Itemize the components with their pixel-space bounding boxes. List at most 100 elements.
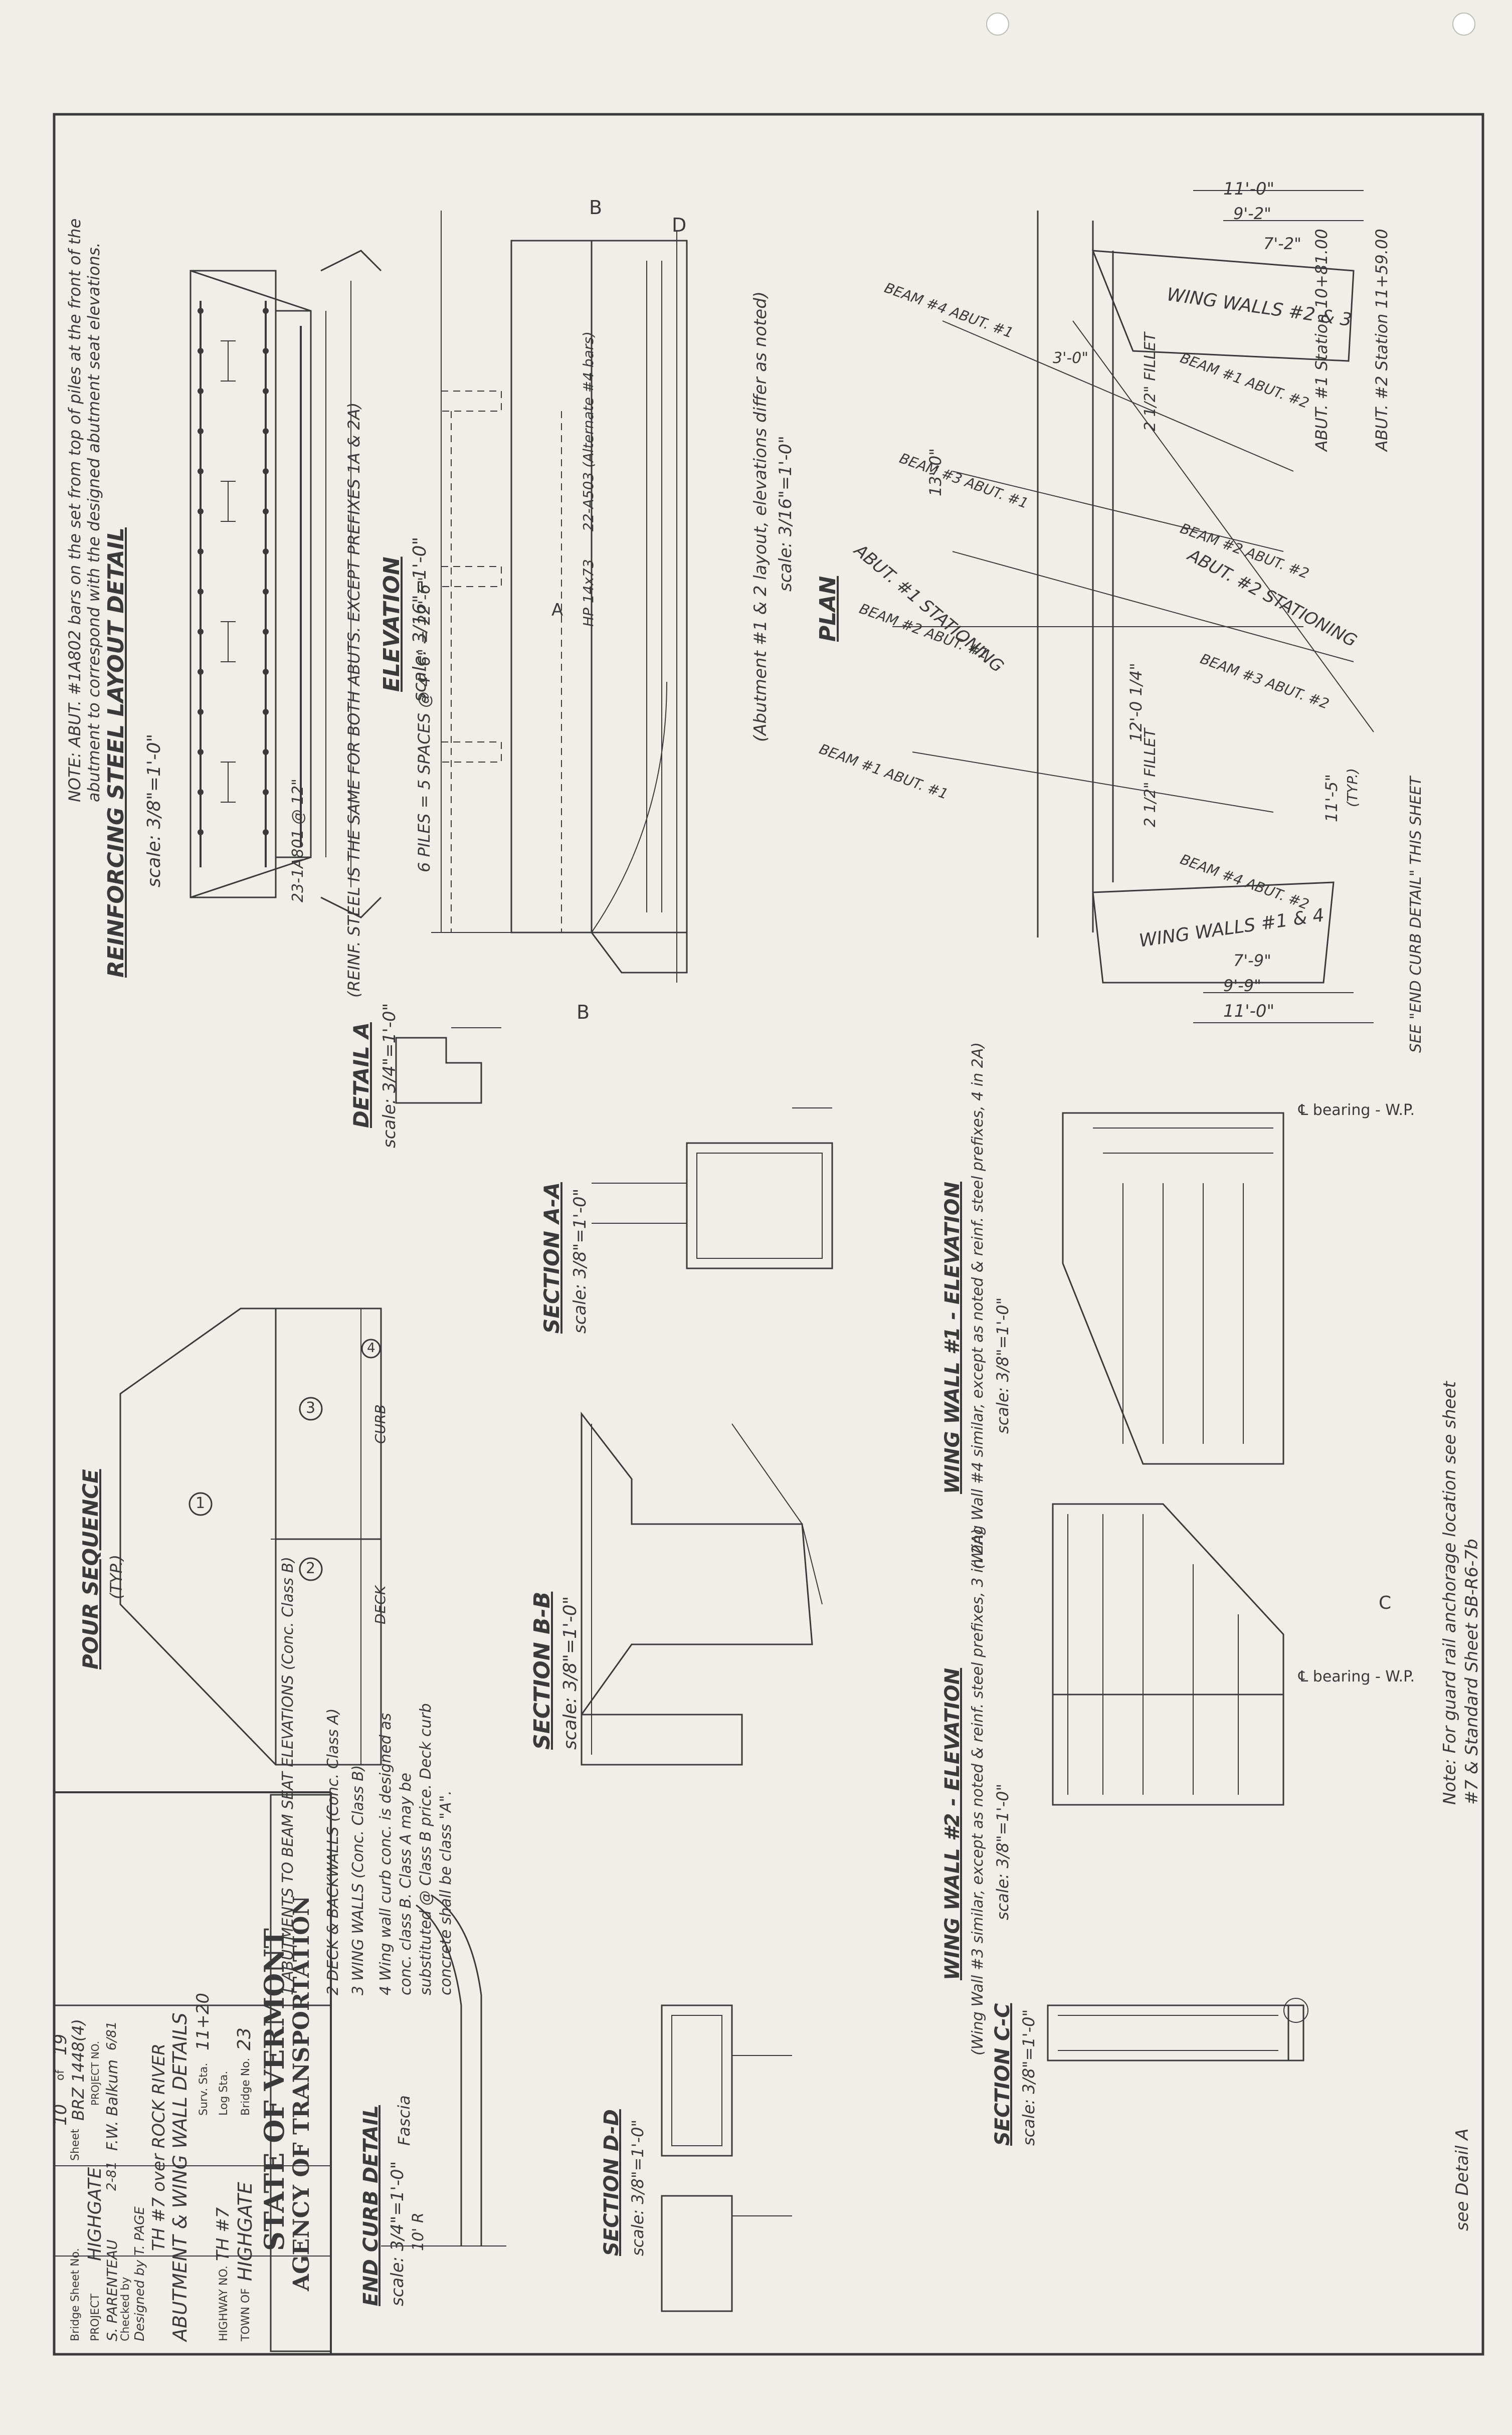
plan-subtitle-text: (Abutment #1 & 2 layout, elevations diff… — [750, 291, 771, 742]
log-sta-label: Log Sta. — [218, 2071, 230, 2116]
title-state: STATE OF VERMONT — [258, 1928, 290, 2251]
wing-wall-1-title: WING WALL #1 - ELEVATION — [941, 1181, 964, 1494]
engineer-date: 6/81 — [104, 2021, 119, 2050]
sheet-border — [53, 113, 1484, 2356]
deck-label: DECK — [372, 1585, 389, 1624]
drawn-date: 2-81 — [104, 2161, 119, 2191]
section-dd-scale: scale: 3/8"=1'-0" — [628, 2119, 647, 2256]
surv-sta-value: 11+20 — [193, 1992, 213, 2050]
project-label: PROJECT — [89, 2293, 102, 2341]
wing-wall-2-note: (Wing Wall #3 similar, except as noted &… — [969, 1528, 987, 2055]
wing-wall-2-drawing — [1052, 1503, 1284, 1806]
guard-rail-note-text: Note: For guard rail anchorage location … — [1440, 1381, 1482, 1805]
highway-label: HIGHWAY NO. — [218, 2266, 230, 2341]
elevation-note-text: (REINF. STEEL IS THE SAME FOR BOTH ABUTS… — [344, 402, 363, 998]
pour-note-2: 2 DECK & BACKWALLS (Conc. Class A) — [324, 1708, 342, 1995]
abut2-station-text: ABUT. #2 Station 11+59.00 — [1372, 229, 1391, 451]
bridge-no-label: Bridge No. — [240, 2057, 252, 2116]
reinforcing-layout-title: REINFORCING STEEL LAYOUT DETAIL — [103, 527, 129, 978]
section-a-marker: A — [551, 600, 563, 620]
bar-23-callout: 23-1A801 @ 12" — [289, 779, 307, 902]
end-curb-scale: scale: 3/4"=1'-0" — [388, 2161, 408, 2306]
title-block-frame — [54, 1794, 332, 2352]
wing-wall-1-note: (Wing Wall #4 similar, except as noted &… — [969, 1042, 987, 1569]
surv-sta-label: Surv. Sta. — [198, 2063, 210, 2116]
section-dd-drawing — [661, 2004, 792, 2312]
detail-a-scale: scale: 3/4"=1'-0" — [380, 1003, 400, 1148]
section-bb-scale: scale: 3/8"=1'-0" — [560, 1596, 581, 1750]
see-end-curb-text: SEE "END CURB DETAIL" THIS SHEET — [1407, 776, 1425, 1053]
section-c-marker: C — [1379, 1593, 1392, 1613]
radius-label: 10' R — [410, 2212, 427, 2251]
total-sheets: 19 — [51, 2033, 71, 2055]
project-no-value: BRZ 1448(4) — [69, 2018, 88, 2121]
project-no-label: PROJECT NO. — [89, 2040, 101, 2106]
pour-note-3: 3 WING WALLS (Conc. Class B) — [349, 1765, 367, 1995]
section-b-top-marker: B — [589, 197, 603, 219]
fascia-label: Fascia — [395, 2095, 414, 2146]
piles-text: 6 PILES = 5 SPACES @ 4'-6" = 22'-6" — [415, 577, 434, 872]
town-label: TOWN OF — [240, 2288, 252, 2341]
title-agency: AGENCY OF TRANSPORTATION — [289, 1896, 314, 2291]
fillet-top-text: 2 1/2" FILLET — [1142, 332, 1159, 431]
wing-wall-1-drawing — [1062, 1112, 1284, 1465]
bearing-wp-top: ℄ bearing - W.P. — [1298, 1101, 1415, 1119]
section-b-bottom-marker: B — [577, 1001, 590, 1023]
designed-by: Designed by T. PAGE — [132, 2206, 147, 2341]
sheet-label: Sheet — [69, 2129, 82, 2161]
plan-scale: scale: 3/16"=1'-0" — [776, 436, 796, 592]
bars22-text: 22-A503 (Alternate #4 bars) — [580, 331, 597, 531]
dim-9-2: 9'-2" — [1233, 204, 1271, 223]
pour-sequence-circles — [188, 1339, 381, 1581]
drawn-by: S. PARENTEAU — [104, 2239, 120, 2341]
fillet-bottom-text: 2 1/2" FILLET — [1142, 728, 1159, 827]
wing-wall-2-title: WING WALL #2 - ELEVATION — [941, 1667, 964, 1980]
elevation-drawing — [431, 211, 688, 983]
bridge-design-engineer: F.W. Balkum — [104, 2059, 121, 2151]
dim-11-5-text: 11'-5" — [1322, 774, 1341, 822]
section-aa-scale: scale: 3/8"=1'-0" — [570, 1188, 590, 1334]
dim-11-0-top: 11'-0" — [1223, 179, 1275, 199]
hp-text: HP 14x73 — [580, 559, 597, 627]
abut1-station-text: ABUT. #1 Station 10+81.00 — [1312, 229, 1331, 451]
wing-wall-1-scale: scale: 3/8"=1'-0" — [993, 1297, 1012, 1434]
wing-wall-2-scale: scale: 3/8"=1'-0" — [993, 1783, 1012, 1920]
bearing-wp-bottom: ℄ bearing - W.P. — [1298, 1668, 1415, 1685]
drawing-title: ABUTMENT & WING WALL DETAILS — [169, 2012, 191, 2341]
highway-value: TH #7 — [213, 2207, 233, 2261]
end-curb-drawing — [381, 1894, 506, 2246]
detail-a-title: DETAIL A — [349, 1022, 373, 1128]
reinforcing-bar-dots — [198, 308, 269, 835]
town-value: HIGHGATE — [234, 2182, 256, 2281]
abut-note-text: NOTE: ABUT. #1A802 bars on the set from … — [65, 218, 103, 802]
reinforcing-layout-scale: scale: 3/8"=1'-0" — [144, 733, 164, 887]
section-d-top-marker: D — [672, 214, 687, 236]
elevation-title: ELEVATION — [379, 556, 405, 692]
section-cc-drawing — [1047, 1998, 1308, 2062]
dim-3-0: 3'-0" — [1053, 349, 1089, 367]
pour-number-2: 2 — [306, 1560, 316, 1577]
dim-9-9: 9'-9" — [1223, 976, 1261, 995]
dim-7-9: 7'-9" — [1233, 951, 1271, 970]
bridge-sheet-label: Bridge Sheet No. — [69, 2248, 82, 2341]
dim-11-5-typ: (TYP.) — [1344, 768, 1361, 807]
curb-label: CURB — [372, 1404, 389, 1444]
section-cc-title: SECTION C-C — [991, 2003, 1014, 2146]
section-cc-scale: scale: 3/8"=1'-0" — [1019, 2009, 1038, 2146]
pour-sequence-drawing — [119, 1307, 382, 1766]
pour-number-3: 3 — [306, 1399, 316, 1417]
reinforcing-layout-drawing — [190, 250, 382, 918]
of-label: of — [54, 2070, 67, 2081]
pour-sequence-sub: (TYP.) — [107, 1554, 126, 1599]
bridge-no-value: 23 — [234, 2027, 255, 2050]
pour-sequence-title: POUR SEQUENCE — [78, 1469, 103, 1669]
plan-drawing — [892, 190, 1374, 1023]
pour-number-1: 1 — [196, 1494, 206, 1512]
punch-holes — [986, 13, 1475, 36]
checked-by: Checked by — [119, 2277, 132, 2341]
section-bb-drawing — [581, 1411, 823, 1766]
end-curb-title: END CURB DETAIL — [359, 2105, 383, 2306]
section-bb-title: SECTION B-B — [529, 1591, 555, 1750]
